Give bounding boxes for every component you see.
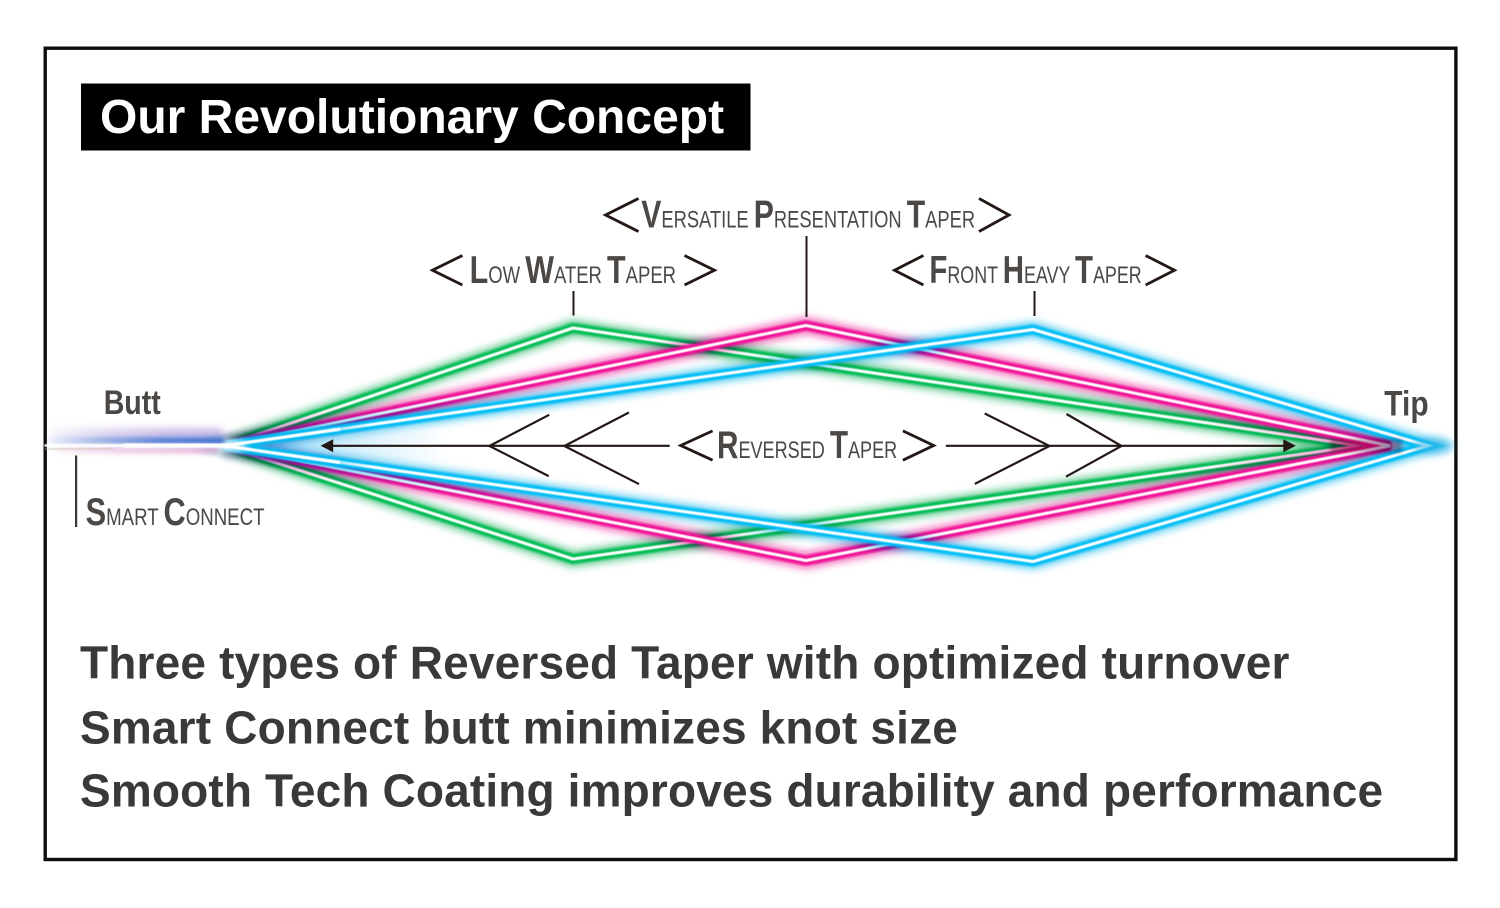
svg-text:REVERSED TAPER: REVERSED TAPER (717, 424, 897, 467)
svg-text:Tip: Tip (1384, 384, 1428, 423)
svg-text:Smooth Tech Coating improves d: Smooth Tech Coating improves durability … (80, 764, 1383, 816)
svg-text:Our Revolutionary Concept: Our Revolutionary Concept (100, 91, 724, 144)
svg-text:VERSATILE PRESENTATION TAPER: VERSATILE PRESENTATION TAPER (641, 193, 975, 237)
svg-text:Butt: Butt (104, 384, 162, 422)
svg-text:Smart Connect butt minimizes k: Smart Connect butt minimizes knot size (80, 701, 958, 753)
svg-text:Three types of Reversed Taper: Three types of Reversed Taper with optim… (80, 637, 1290, 689)
svg-text:SMART CONNECT: SMART CONNECT (86, 491, 265, 534)
svg-text:FRONT HEAVY TAPER: FRONT HEAVY TAPER (929, 249, 1141, 292)
svg-text:LOW WATER TAPER: LOW WATER TAPER (470, 249, 676, 292)
